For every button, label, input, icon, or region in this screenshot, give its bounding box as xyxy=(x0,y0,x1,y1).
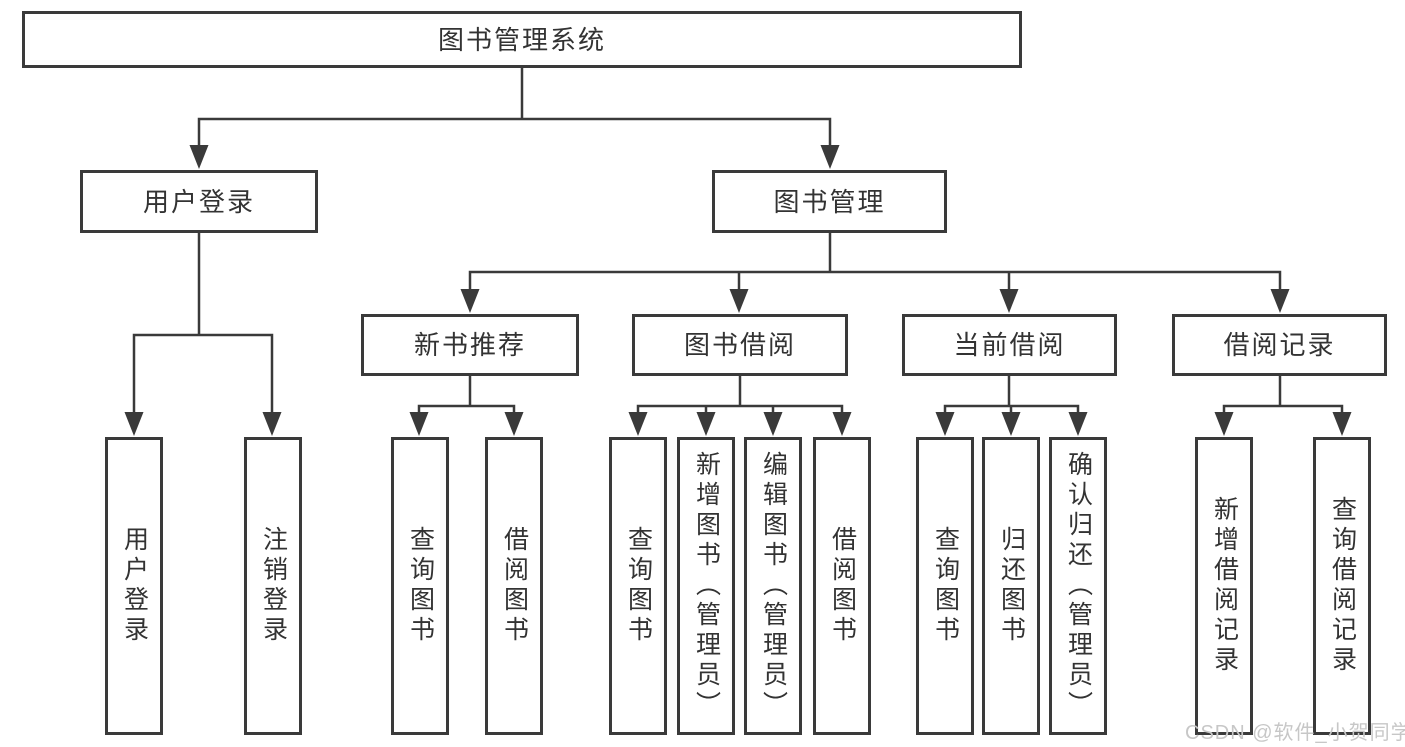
leaf-label: 借阅图书 xyxy=(500,526,529,646)
node-book-management: 图书管理 xyxy=(712,170,947,233)
leaf-add-borrow-record: 新增借阅记录 xyxy=(1195,437,1253,735)
leaf-borrow-books-recommend: 借阅图书 xyxy=(485,437,543,735)
leaf-label: 新增图书（管理员） xyxy=(692,451,721,721)
leaf-label: 查询图书 xyxy=(406,526,435,646)
node-label: 当前借阅 xyxy=(953,330,1066,360)
leaf-label: 查询借阅记录 xyxy=(1328,496,1357,676)
leaf-query-books-current: 查询图书 xyxy=(916,437,974,735)
node-label: 用户登录 xyxy=(142,186,255,217)
leaf-edit-books-admin: 编辑图书（管理员） xyxy=(744,437,802,735)
leaf-label: 查询图书 xyxy=(624,526,653,646)
leaf-label: 归还图书 xyxy=(997,526,1026,646)
node-current-borrowing: 当前借阅 xyxy=(902,314,1117,376)
node-library-management-system: 图书管理系统 xyxy=(22,11,1022,68)
node-label: 借阅记录 xyxy=(1223,330,1336,360)
leaf-label: 用户登录 xyxy=(120,526,149,646)
leaf-confirm-return-admin: 确认归还（管理员） xyxy=(1049,437,1107,735)
node-label: 图书管理 xyxy=(773,186,886,217)
node-label: 新书推荐 xyxy=(413,330,526,360)
node-book-borrowing: 图书借阅 xyxy=(632,314,848,376)
leaf-query-borrow-record: 查询借阅记录 xyxy=(1313,437,1371,735)
leaf-user-login: 用户登录 xyxy=(105,437,163,735)
leaf-label: 新增借阅记录 xyxy=(1210,496,1239,676)
leaf-label: 借阅图书 xyxy=(828,526,857,646)
node-label: 图书管理系统 xyxy=(437,24,606,55)
leaf-label: 编辑图书（管理员） xyxy=(759,451,788,721)
leaf-label: 确认归还（管理员） xyxy=(1064,451,1093,721)
leaf-query-books-recommend: 查询图书 xyxy=(391,437,449,735)
leaf-return-books: 归还图书 xyxy=(982,437,1040,735)
node-user-login: 用户登录 xyxy=(80,170,318,233)
leaf-logout-login: 注销登录 xyxy=(244,437,302,735)
csdn-watermark: CSDN @软件_小贺同学 xyxy=(1185,722,1405,744)
node-borrowing-records: 借阅记录 xyxy=(1172,314,1387,376)
leaf-borrow-books-borrowing: 借阅图书 xyxy=(813,437,871,735)
leaf-add-books-admin: 新增图书（管理员） xyxy=(677,437,735,735)
leaf-query-books-borrowing: 查询图书 xyxy=(609,437,667,735)
node-label: 图书借阅 xyxy=(683,330,796,360)
node-new-book-recommendation: 新书推荐 xyxy=(361,314,579,376)
leaf-label: 查询图书 xyxy=(931,526,960,646)
leaf-label: 注销登录 xyxy=(259,526,288,646)
